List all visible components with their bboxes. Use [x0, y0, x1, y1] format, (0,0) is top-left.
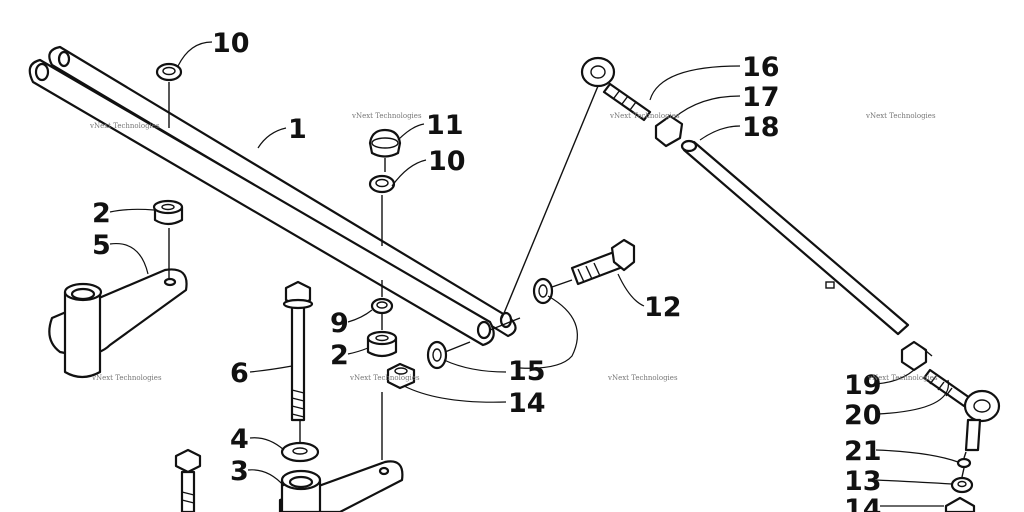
callout-10-mid: 10 — [428, 146, 466, 177]
callout-20: 20 — [844, 400, 882, 431]
callout-6: 6 — [230, 358, 249, 389]
jam-nut-part-19 — [900, 340, 928, 372]
callout-12: 12 — [644, 292, 682, 323]
callout-18: 18 — [742, 112, 780, 143]
watermark: vNext Technologies — [91, 374, 162, 382]
callout-4: 4 — [230, 424, 249, 455]
watermarks: vNext Technologies vNext Technologies vN… — [89, 112, 938, 382]
washer-part-4 — [280, 441, 320, 463]
callout-5: 5 — [92, 230, 111, 261]
callouts: 10 1 2 5 6 4 3 9 2 11 10 15 14 12 16 17 … — [92, 28, 882, 512]
washer-part-21 — [956, 457, 972, 469]
washer-part-15-right — [532, 277, 554, 305]
callout-13: 13 — [844, 466, 882, 497]
callout-15: 15 — [508, 356, 546, 387]
watermark: vNext Technologies — [609, 112, 680, 120]
callout-11: 11 — [426, 110, 464, 141]
watermark: vNext Technologies — [89, 122, 160, 130]
washer-part-10-top — [155, 62, 183, 82]
tie-rod-part-18 — [680, 139, 910, 336]
spacer-part-2-lower — [366, 330, 398, 358]
callout-14-right: 14 — [844, 494, 882, 512]
bolt-part-6 — [282, 280, 314, 422]
washer-part-13 — [950, 476, 974, 494]
watermark: vNext Technologies — [349, 374, 420, 382]
callout-16: 16 — [742, 52, 780, 83]
watermark: vNext Technologies — [867, 374, 938, 382]
watermark: vNext Technologies — [607, 374, 678, 382]
callout-3: 3 — [230, 456, 249, 487]
callout-19: 19 — [844, 370, 882, 401]
watermark: vNext Technologies — [865, 112, 936, 120]
nut-part-14-right — [944, 496, 976, 512]
leader-lines — [109, 41, 959, 507]
bolt-lower-left — [174, 448, 202, 512]
rod-end-part-16 — [580, 56, 652, 122]
washer-part-10-mid — [368, 174, 396, 194]
spacer-part-2-upper — [152, 199, 184, 226]
assembly-lines — [168, 82, 967, 478]
callout-2-upper: 2 — [92, 198, 111, 229]
callout-10-top: 10 — [212, 28, 250, 59]
pivot-bracket-part-3 — [278, 460, 404, 512]
rod-end-part-20 — [922, 368, 1001, 452]
pivot-bracket-part-5 — [48, 268, 188, 379]
nut-part-14 — [386, 362, 416, 390]
link-arm-part-1 — [28, 45, 517, 347]
bolt-part-12 — [570, 238, 636, 286]
callout-17: 17 — [742, 82, 780, 113]
washer-part-15-left — [426, 340, 448, 370]
callout-21: 21 — [844, 436, 882, 467]
callout-9: 9 — [330, 308, 349, 339]
callout-14: 14 — [508, 388, 546, 419]
callout-1: 1 — [288, 114, 307, 145]
jam-nut-part-17 — [654, 114, 684, 148]
watermark: vNext Technologies — [351, 112, 422, 120]
cap-nut-part-11 — [368, 128, 402, 158]
washer-part-9 — [370, 297, 394, 315]
callout-2-lower: 2 — [330, 340, 349, 371]
